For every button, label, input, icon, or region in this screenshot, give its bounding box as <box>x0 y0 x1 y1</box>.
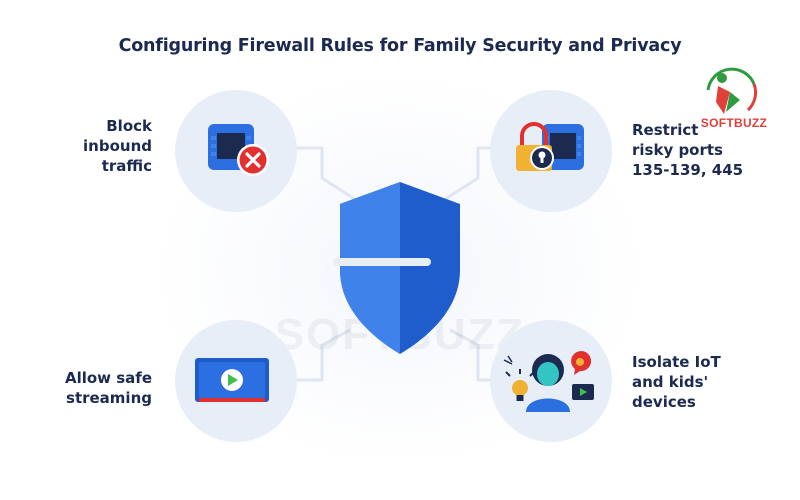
server-blocked-icon <box>208 124 269 176</box>
streaming-node <box>175 320 297 442</box>
isolate-iot-node <box>490 320 612 442</box>
label-line: devices <box>632 393 696 411</box>
label-line: streaming <box>66 389 152 407</box>
block-inbound-label: Block inbound traffic <box>60 116 152 176</box>
streaming-label: Allow safe streaming <box>40 368 152 408</box>
logo-text: SOFTBUZZ <box>700 116 768 130</box>
label-line: 135-139, 445 <box>632 161 744 179</box>
label-line: Restrict <box>632 121 699 139</box>
restrict-ports-node <box>490 90 612 212</box>
label-line: and kids' <box>632 373 709 391</box>
label-line: traffic <box>101 157 152 175</box>
server-lock-icon <box>516 122 584 171</box>
label-line: risky ports <box>632 141 723 159</box>
page-title: Configuring Firewall Rules for Family Se… <box>118 36 682 56</box>
shield-icon <box>333 182 460 354</box>
label-line: Isolate IoT <box>632 353 721 371</box>
restrict-ports-label: Restrict risky ports 135-139, 445 <box>632 120 752 180</box>
label-line: inbound <box>83 137 152 155</box>
isolate-iot-label: Isolate IoT and kids' devices <box>632 352 752 412</box>
label-line: Allow safe <box>64 369 152 387</box>
video-play-icon <box>195 358 269 402</box>
block-inbound-node <box>175 90 297 212</box>
label-line: Block <box>106 117 152 135</box>
softbuzz-logo <box>706 67 758 114</box>
child-iot-devices-icon <box>503 351 594 412</box>
